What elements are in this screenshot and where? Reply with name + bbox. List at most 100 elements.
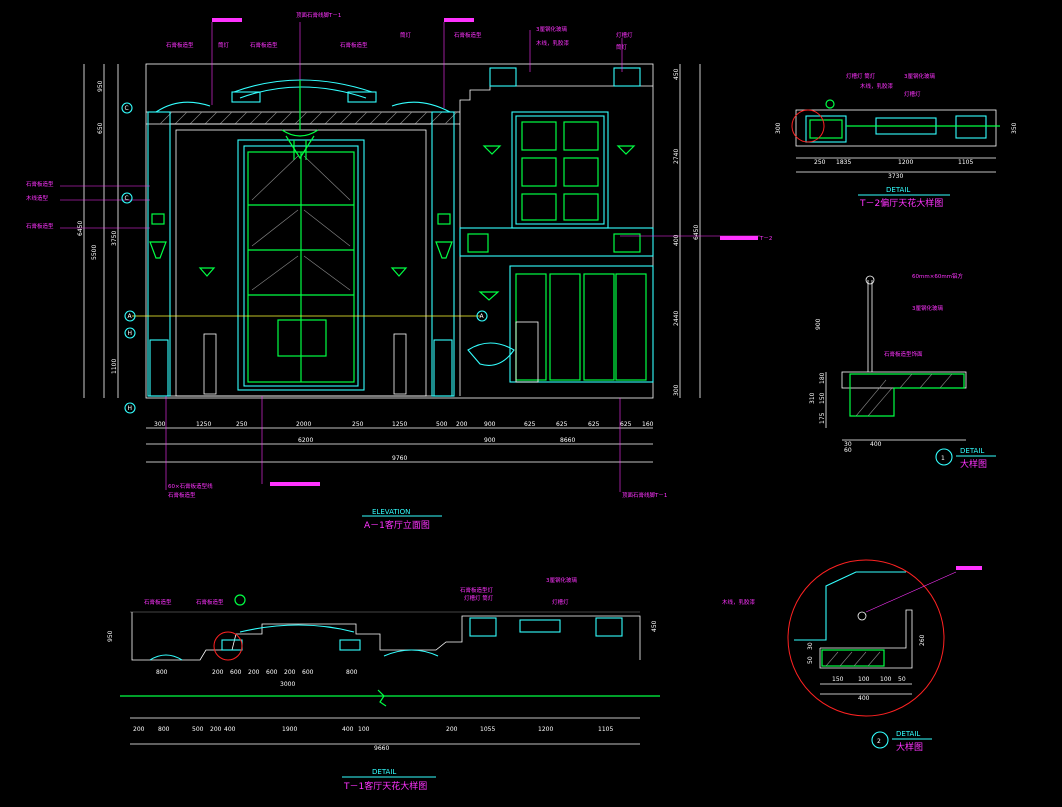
svg-text:筒灯: 筒灯 bbox=[616, 43, 628, 51]
svg-text:400: 400 bbox=[342, 726, 354, 733]
svg-text:200: 200 bbox=[284, 669, 296, 676]
dim-8660: 8660 bbox=[560, 437, 575, 444]
ceiling-t1-caption: T－1客厅天花大样图 bbox=[343, 780, 427, 792]
svg-text:200: 200 bbox=[133, 726, 145, 733]
svg-text:625: 625 bbox=[524, 421, 536, 428]
svg-text:灯槽灯 筒灯: 灯槽灯 筒灯 bbox=[846, 72, 876, 80]
svg-text:2740: 2740 bbox=[673, 149, 680, 164]
svg-text:1200: 1200 bbox=[898, 159, 913, 166]
svg-text:筒灯: 筒灯 bbox=[218, 41, 230, 49]
section-mark-c1: C bbox=[125, 105, 129, 112]
svg-text:1100: 1100 bbox=[111, 359, 118, 374]
svg-text:DETAIL: DETAIL bbox=[372, 768, 396, 776]
svg-text:2: 2 bbox=[877, 738, 881, 745]
svg-text:9660: 9660 bbox=[374, 745, 389, 752]
svg-text:200: 200 bbox=[248, 669, 260, 676]
svg-text:灯槽灯: 灯槽灯 bbox=[552, 598, 569, 606]
ceiling-t1-drawing: 石膏板造型 石膏板造型 石膏板造型灯 灯槽灯 筒灯 3厘钢化玻璃 灯槽灯 800… bbox=[107, 576, 660, 792]
svg-text:石膏板造型: 石膏板造型 bbox=[26, 180, 54, 188]
section-mark-h2: H bbox=[128, 405, 133, 412]
svg-text:160: 160 bbox=[642, 421, 654, 428]
svg-text:1250: 1250 bbox=[392, 421, 407, 428]
svg-text:50: 50 bbox=[898, 676, 906, 683]
svg-text:石膏板造型: 石膏板造型 bbox=[168, 491, 196, 499]
svg-text:450: 450 bbox=[673, 68, 680, 80]
svg-text:3000: 3000 bbox=[280, 681, 295, 688]
detail-2-caption: 大样图 bbox=[896, 741, 923, 753]
elevation-caption: ELEVATION A－1客厅立面图 bbox=[362, 508, 442, 531]
svg-text:60: 60 bbox=[844, 447, 852, 454]
svg-text:600: 600 bbox=[266, 669, 278, 676]
svg-text:175: 175 bbox=[819, 412, 826, 424]
svg-text:灯槽灯 筒灯: 灯槽灯 筒灯 bbox=[464, 594, 494, 602]
svg-text:顶面石膏线脚T－1: 顶面石膏线脚T－1 bbox=[296, 11, 341, 19]
svg-text:400: 400 bbox=[673, 234, 680, 246]
chandelier-icon bbox=[281, 80, 319, 160]
svg-text:600: 600 bbox=[230, 669, 242, 676]
svg-text:6450: 6450 bbox=[77, 221, 84, 236]
svg-text:1: 1 bbox=[941, 455, 945, 462]
svg-text:100: 100 bbox=[358, 726, 370, 733]
svg-text:DETAIL: DETAIL bbox=[886, 186, 910, 194]
svg-text:60×石膏板造型线: 60×石膏板造型线 bbox=[168, 482, 213, 490]
svg-text:灯槽灯: 灯槽灯 bbox=[616, 31, 633, 39]
section-mark-a2: A bbox=[480, 313, 485, 320]
dim-9760: 9760 bbox=[392, 455, 407, 462]
svg-text:950: 950 bbox=[97, 80, 104, 92]
svg-text:木线，乳胶漆: 木线，乳胶漆 bbox=[536, 39, 570, 47]
svg-text:3730: 3730 bbox=[888, 173, 903, 180]
svg-text:200: 200 bbox=[212, 669, 224, 676]
svg-text:200: 200 bbox=[456, 421, 468, 428]
svg-text:6450: 6450 bbox=[693, 225, 700, 240]
detail-t2-caption: T－2偏厅天花大样图 bbox=[859, 197, 943, 209]
detail-2-drawing: 木线，乳胶漆 150 100 100 50 400 260 50 30 2 DE… bbox=[722, 559, 982, 753]
svg-text:1900: 1900 bbox=[282, 726, 297, 733]
svg-text:450: 450 bbox=[651, 620, 658, 632]
svg-text:1055: 1055 bbox=[480, 726, 495, 733]
svg-text:200: 200 bbox=[210, 726, 222, 733]
svg-text:100: 100 bbox=[858, 676, 870, 683]
svg-text:250: 250 bbox=[236, 421, 248, 428]
svg-text:5500: 5500 bbox=[91, 245, 98, 260]
svg-text:250: 250 bbox=[352, 421, 364, 428]
svg-text:木线造型: 木线造型 bbox=[26, 194, 49, 202]
detail-2-note: 木线，乳胶漆 bbox=[722, 598, 756, 606]
svg-text:180: 180 bbox=[819, 372, 826, 384]
svg-text:石膏板造型: 石膏板造型 bbox=[196, 598, 224, 606]
svg-text:DETAIL: DETAIL bbox=[896, 730, 920, 738]
svg-text:300: 300 bbox=[775, 122, 782, 134]
svg-text:1250: 1250 bbox=[196, 421, 211, 428]
svg-text:1835: 1835 bbox=[836, 159, 851, 166]
svg-text:500: 500 bbox=[436, 421, 448, 428]
svg-text:顶面石膏线脚T－1: 顶面石膏线脚T－1 bbox=[622, 491, 667, 499]
svg-text:650: 650 bbox=[97, 122, 104, 134]
svg-text:木线，乳胶漆: 木线，乳胶漆 bbox=[860, 82, 894, 90]
svg-text:1105: 1105 bbox=[598, 726, 613, 733]
svg-text:350: 350 bbox=[1011, 122, 1018, 134]
svg-text:300: 300 bbox=[154, 421, 166, 428]
section-mark-a1: A bbox=[128, 313, 133, 320]
svg-text:800: 800 bbox=[158, 726, 170, 733]
svg-text:150: 150 bbox=[832, 676, 844, 683]
svg-text:400: 400 bbox=[870, 441, 882, 448]
svg-text:400: 400 bbox=[858, 695, 870, 702]
section-mark-c2: C bbox=[125, 195, 129, 202]
svg-text:3厘钢化玻璃: 3厘钢化玻璃 bbox=[904, 72, 935, 80]
svg-text:石膏板造型灯: 石膏板造型灯 bbox=[460, 586, 494, 594]
detail-1-caption: 大样图 bbox=[960, 458, 987, 470]
svg-text:50: 50 bbox=[807, 656, 814, 664]
svg-text:60mm×60mm铝方: 60mm×60mm铝方 bbox=[912, 272, 964, 280]
svg-text:30: 30 bbox=[844, 441, 852, 448]
svg-text:600: 600 bbox=[302, 669, 314, 676]
svg-text:石膏板造型: 石膏板造型 bbox=[250, 41, 278, 49]
svg-text:DETAIL: DETAIL bbox=[960, 447, 984, 455]
elevation-side-dims: 950 650 3750 1100 6450 5500 450 2740 400… bbox=[77, 68, 772, 396]
svg-text:625: 625 bbox=[588, 421, 600, 428]
svg-text:3厘钢化玻璃: 3厘钢化玻璃 bbox=[536, 25, 567, 33]
svg-text:3厘钢化玻璃: 3厘钢化玻璃 bbox=[912, 304, 943, 312]
svg-text:625: 625 bbox=[556, 421, 568, 428]
svg-text:400: 400 bbox=[224, 726, 236, 733]
section-mark-h1: H bbox=[128, 330, 133, 337]
elevation-caption-en: ELEVATION bbox=[372, 508, 410, 516]
